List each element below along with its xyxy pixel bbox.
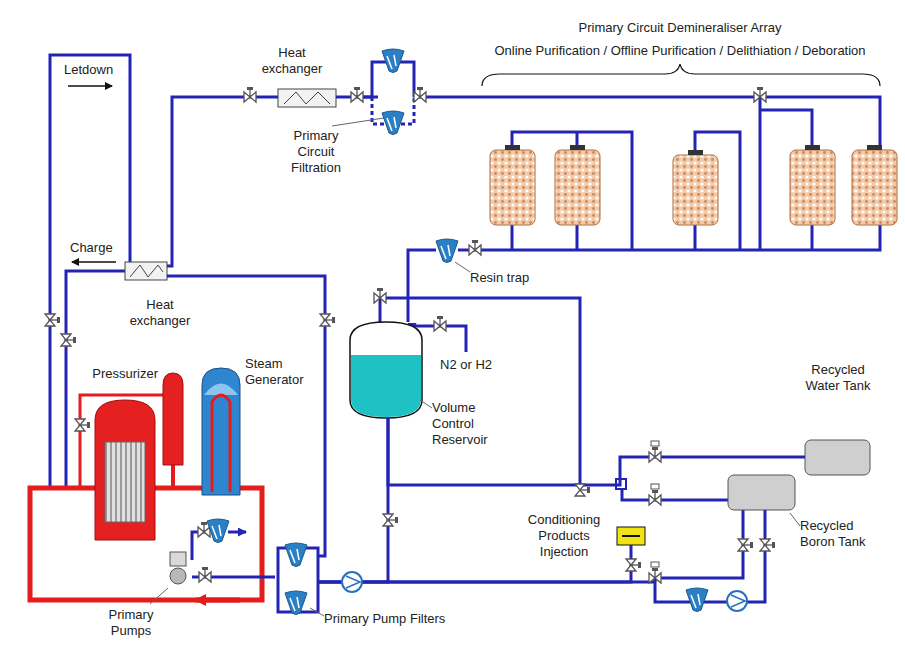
- component-label: Pressurizer: [62, 366, 158, 382]
- component: Recycled Boron Tank: [728, 475, 795, 510]
- component: Pressurizer: [163, 373, 183, 465]
- valve-symbol: [351, 87, 363, 102]
- heat-exchanger: [125, 89, 336, 280]
- boron-return: [655, 510, 743, 582]
- component: Resin trap: [436, 240, 458, 264]
- valve-symbol: [414, 87, 426, 102]
- seal-line: [192, 532, 208, 560]
- component-label: Primary Pumps: [95, 607, 167, 639]
- valve-symbol: [45, 314, 60, 326]
- component-label: Primary Pump Filters: [324, 611, 494, 627]
- gauge-symbol: [651, 441, 659, 446]
- pump-symbol: [342, 572, 747, 611]
- component-label: Steam Generator: [245, 356, 323, 388]
- valve-symbol: [469, 240, 481, 255]
- filter-bypass: [278, 548, 318, 612]
- return-header: [458, 225, 880, 250]
- component-label: Recycled Water Tank: [798, 362, 878, 394]
- valve-symbol: [754, 87, 766, 102]
- annotation: Letdown: [64, 62, 113, 78]
- component-label: Heat exchanger: [118, 297, 202, 329]
- valve-symbol: [383, 514, 398, 526]
- pipe-connector: [319, 418, 388, 582]
- gauge-symbol: [651, 484, 659, 489]
- bracket: [482, 64, 880, 86]
- purification-header: [414, 97, 880, 150]
- valve-symbol: [760, 539, 775, 551]
- filter-symbol: [382, 111, 404, 135]
- pipe-connector: [408, 250, 436, 322]
- tank: [728, 475, 795, 510]
- component: Recycled Water Tank: [805, 440, 870, 475]
- component: Primary Pumps: [166, 552, 192, 592]
- component: Heat exchanger: [125, 262, 167, 280]
- annotation: Charge: [70, 240, 113, 256]
- filter-symbol: [207, 519, 229, 543]
- valve-symbol: [61, 334, 76, 346]
- filter-symbol: [285, 543, 307, 567]
- valve-symbol: [320, 314, 335, 326]
- valve-symbol: [626, 559, 641, 571]
- flow-arrow: [68, 85, 112, 87]
- valve-symbol: [649, 490, 661, 505]
- gauge-symbol: [651, 562, 659, 567]
- volume-control-reservoir: [350, 322, 422, 418]
- annotation: N2 or H2: [440, 357, 492, 373]
- component: Volume Control Reservoir: [350, 322, 422, 418]
- component: Conditioning Products Injection: [617, 527, 645, 545]
- component-label: Resin trap: [470, 270, 560, 286]
- filter-symbol: [686, 588, 708, 612]
- filter-symbol: [382, 49, 404, 73]
- component-label: Conditioning Products Injection: [516, 512, 612, 560]
- pipe-connector: [167, 276, 325, 556]
- leader-lines: [150, 118, 800, 616]
- valve-symbol: [649, 568, 661, 583]
- pipework: [50, 55, 880, 612]
- valve-symbol: [75, 419, 90, 431]
- component-label: Recycled Boron Tank: [800, 518, 880, 550]
- injection-box: [617, 527, 645, 545]
- valve-symbol: [199, 567, 211, 582]
- valve-symbol: [575, 484, 590, 496]
- primary-loop: [30, 368, 262, 600]
- seal-line: [228, 531, 246, 534]
- valve-symbol: [434, 316, 446, 331]
- tank: [805, 440, 870, 475]
- annotation: Online Purification / Offline Purificati…: [494, 43, 865, 59]
- valve-symbol: [738, 539, 753, 551]
- demineraliser-columns: [490, 145, 897, 225]
- pipe-connector: [167, 97, 278, 266]
- component: Heat exchanger: [278, 89, 336, 107]
- component-label: Heat exchanger: [252, 45, 332, 77]
- boron-feed: [622, 485, 728, 500]
- valve-symbol: [374, 288, 386, 303]
- component-label: Volume Control Reservoir: [432, 400, 507, 448]
- filter-symbol: [436, 239, 458, 263]
- filter-symbol: [285, 591, 307, 615]
- component-label: Primary Circuit Filtration: [278, 128, 354, 176]
- annotation: Primary Circuit Demineraliser Array: [579, 20, 782, 36]
- component: Steam Generator: [202, 368, 240, 495]
- valve-symbol: [649, 447, 661, 462]
- component: Primary Circuit Filtration: [378, 46, 412, 136]
- component: Primary Pump Filters: [275, 538, 319, 622]
- valve-symbol: [244, 87, 256, 102]
- flow-arrow: [72, 261, 116, 263]
